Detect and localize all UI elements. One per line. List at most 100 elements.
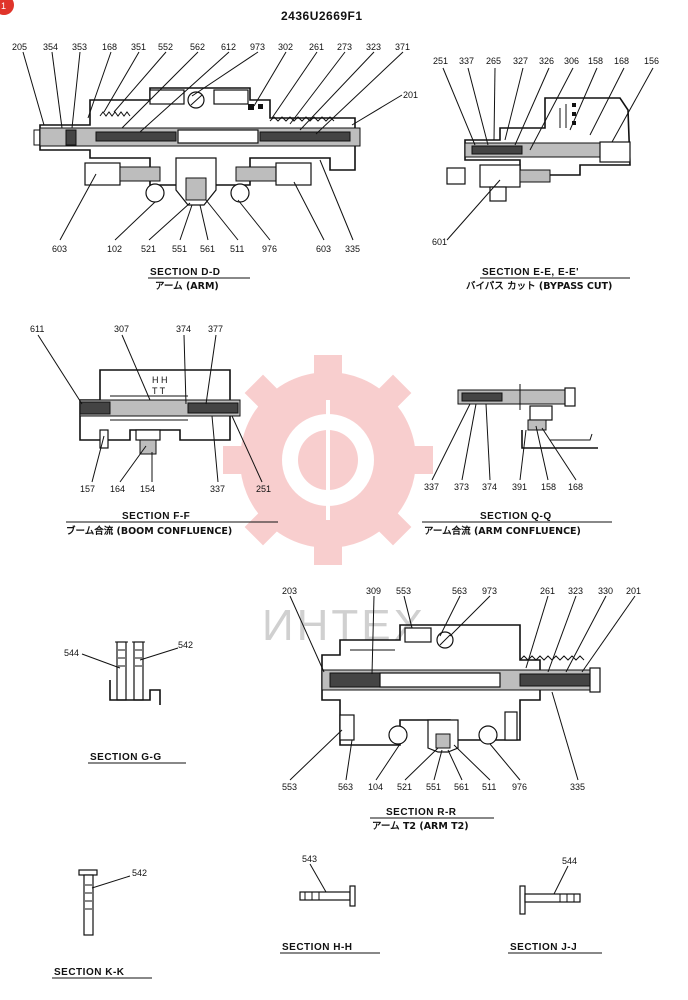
watermark-text: ИНТЕХ	[262, 601, 426, 650]
callout: 611	[30, 324, 44, 334]
callout: 542	[178, 640, 193, 650]
callout: 326	[539, 56, 554, 66]
callout: 521	[141, 244, 156, 254]
callout: 302	[278, 42, 293, 52]
callout: 603	[52, 244, 67, 254]
section-title: SECTION K-K	[54, 967, 125, 978]
callout: 391	[512, 482, 527, 492]
section-title: SECTION F-F	[122, 511, 190, 522]
callout: 337	[210, 484, 225, 494]
callout: 373	[454, 482, 469, 492]
callout: 973	[482, 586, 497, 596]
section-d-d: 205 354 353 168 351 552 562 612 973 302 …	[12, 42, 418, 292]
callout: 601	[432, 237, 447, 247]
section-title: SECTION G-G	[90, 752, 162, 763]
callout: 330	[598, 586, 613, 596]
callout: 323	[568, 586, 583, 596]
callout: 168	[568, 482, 583, 492]
callout: 544	[64, 648, 79, 658]
document-number: 2436U2669F1	[281, 9, 363, 23]
callout: 273	[337, 42, 352, 52]
callout: 335	[345, 244, 360, 254]
callout: 563	[452, 586, 467, 596]
callout: 562	[190, 42, 205, 52]
section-title: SECTION H-H	[282, 942, 353, 953]
callout: 553	[396, 586, 411, 596]
callout: 351	[131, 42, 146, 52]
callout: 335	[570, 782, 585, 792]
callout: 261	[540, 586, 555, 596]
callout: 374	[482, 482, 497, 492]
corner-badge-text: 1	[1, 1, 6, 11]
callout: 158	[588, 56, 603, 66]
callout: 201	[626, 586, 641, 596]
callout: 168	[102, 42, 117, 52]
callout: 157	[80, 484, 95, 494]
callout: 327	[513, 56, 528, 66]
section-f-f: 611 307 374 377 157 164 154 337 251 H H …	[30, 324, 278, 537]
callout: 561	[454, 782, 469, 792]
callout: 552	[158, 42, 173, 52]
callout: 306	[564, 56, 579, 66]
callout: 251	[256, 484, 271, 494]
callout: 337	[459, 56, 474, 66]
callout: 261	[309, 42, 324, 52]
callout: 551	[426, 782, 441, 792]
section-title: SECTION R-R	[386, 807, 457, 818]
section-title: SECTION Q-Q	[480, 511, 552, 522]
callout: 973	[250, 42, 265, 52]
callout: 265	[486, 56, 501, 66]
section-g-g: 544 542 SECTION G-G	[64, 640, 193, 764]
callout: 158	[541, 482, 556, 492]
section-subtitle: バイパス カット (BYPASS CUT)	[466, 280, 612, 292]
callout: 251	[433, 56, 448, 66]
callout: 201	[403, 90, 418, 100]
corner-badge: 1	[0, 0, 14, 15]
section-title: SECTION J-J	[510, 942, 577, 953]
section-title: SECTION D-D	[150, 267, 221, 278]
section-subtitle: アーム (ARM)	[155, 281, 219, 292]
callout: 543	[302, 854, 317, 864]
section-h-h: 543 SECTION H-H	[280, 854, 380, 954]
callout: 542	[132, 868, 147, 878]
callout: 164	[110, 484, 125, 494]
callout: 104	[368, 782, 383, 792]
callout: 156	[644, 56, 659, 66]
callout: 205	[12, 42, 27, 52]
section-k-k: 542 SECTION K-K	[52, 868, 152, 979]
callout: 511	[482, 782, 496, 792]
callout: 563	[338, 782, 353, 792]
callout: 612	[221, 42, 236, 52]
section-e-e: 251 337 265 327 326 306 158 168 156 601 …	[432, 56, 659, 292]
section-q-q: 337 373 374 391 158 168 SECTION Q-Q アーム合…	[422, 384, 612, 537]
callout: 337	[424, 482, 439, 492]
callout: 102	[107, 244, 122, 254]
section-subtitle: アーム T2 (ARM T2)	[372, 821, 469, 832]
callout: 309	[366, 586, 381, 596]
watermark-gear-logo	[223, 355, 433, 565]
callout: 603	[316, 244, 331, 254]
callout: 168	[614, 56, 629, 66]
callout: 551	[172, 244, 187, 254]
callout: 371	[395, 42, 410, 52]
callout: 511	[230, 244, 244, 254]
port-mark: H H	[152, 375, 168, 385]
section-title: SECTION E-E, E-E'	[482, 267, 579, 278]
callout: 521	[397, 782, 412, 792]
callout: 976	[262, 244, 277, 254]
callout: 307	[114, 324, 129, 334]
callout: 203	[282, 586, 297, 596]
port-mark: T T	[152, 386, 166, 396]
section-r-r: 203 309 553 563 973 261 323 330 201 553 …	[282, 586, 641, 832]
callout: 323	[366, 42, 381, 52]
callout: 377	[208, 324, 223, 334]
callout: 354	[43, 42, 58, 52]
section-subtitle: アーム合流 (ARM CONFLUENCE)	[424, 525, 581, 537]
callout: 553	[282, 782, 297, 792]
callout: 976	[512, 782, 527, 792]
callout: 353	[72, 42, 87, 52]
section-subtitle: ブーム合流 (BOOM CONFLUENCE)	[66, 525, 232, 537]
callout: 561	[200, 244, 215, 254]
callout: 154	[140, 484, 155, 494]
